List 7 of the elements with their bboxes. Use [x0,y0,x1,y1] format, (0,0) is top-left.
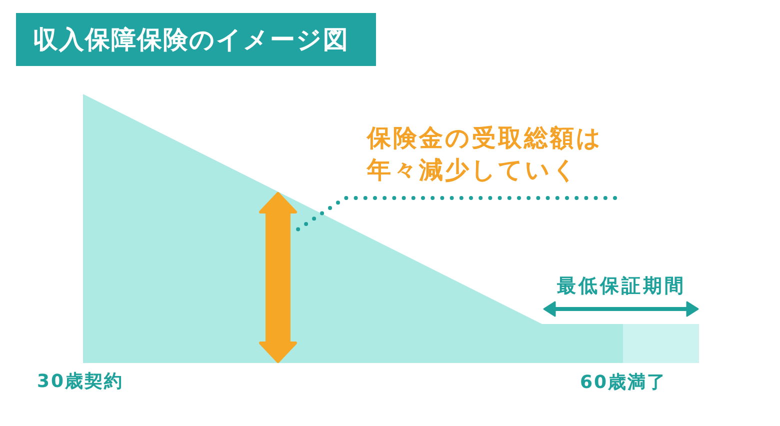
age-label: 60歳満了 [580,371,667,395]
double-arrow [259,192,297,363]
dimension-label: 最低保証期間 [557,274,686,299]
callout-text: 保険金の受取総額は年々減少していく [367,123,604,186]
title-banner: 収入保障保険のイメージ図 [16,13,376,66]
age-label: 30歳契約 [37,370,124,394]
leader-line [295,196,617,232]
